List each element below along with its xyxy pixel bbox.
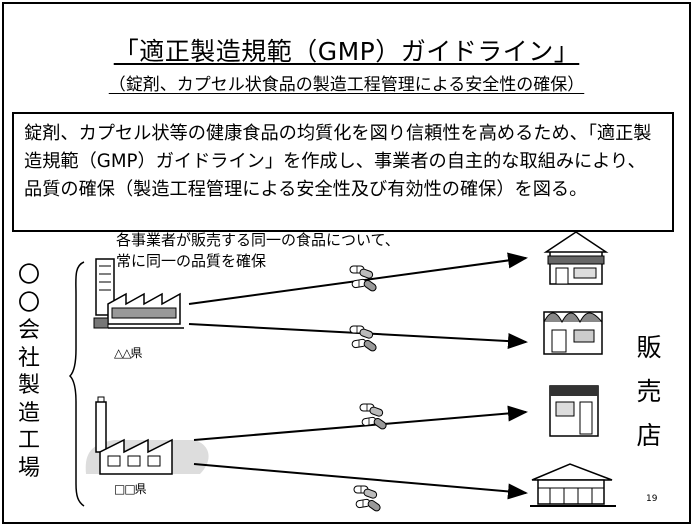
factory-group-bracket <box>68 261 85 507</box>
arrow-4 <box>193 463 528 500</box>
store-label-2: 売 <box>636 377 662 406</box>
factory-building-icon <box>93 258 184 329</box>
store-icon <box>530 463 616 507</box>
store-icon <box>549 385 599 437</box>
prefecture-label-2: □□県 <box>114 482 147 496</box>
prefecture-label-1: △△県 <box>114 346 142 360</box>
note-line-1: 各事業者が販売する同一の食品について、 <box>116 231 400 249</box>
arrow-3 <box>193 405 528 441</box>
slide-subtitle: （錠剤、カプセル状食品の製造工程管理による安全性の確保） <box>108 75 585 95</box>
store-label-1: 販 <box>636 333 662 362</box>
quality-note: 各事業者が販売する同一の食品について、 常に同一の品質を確保 <box>116 230 400 272</box>
factory-group-label: 〇 〇 会 社 製 造 工 場 <box>17 263 40 481</box>
note-line-2: 常に同一の品質を確保 <box>116 252 267 270</box>
slide-title: 「適正製造規範（GMP）ガイドライン」 <box>113 37 580 66</box>
description-box: 錠剤、カプセル状等の健康食品の均質化を図り信頼性を高めるため、「適正製造規範（G… <box>12 112 674 232</box>
store-icon <box>545 231 607 285</box>
capsule-pills-icon <box>353 485 382 513</box>
page-number: 19 <box>646 494 658 504</box>
store-icon <box>543 311 603 355</box>
capsule-pills-icon <box>349 325 378 353</box>
store-label-3: 店 <box>636 421 662 450</box>
diagram-artwork <box>68 231 616 513</box>
factory-smokestack-icon <box>85 396 209 475</box>
